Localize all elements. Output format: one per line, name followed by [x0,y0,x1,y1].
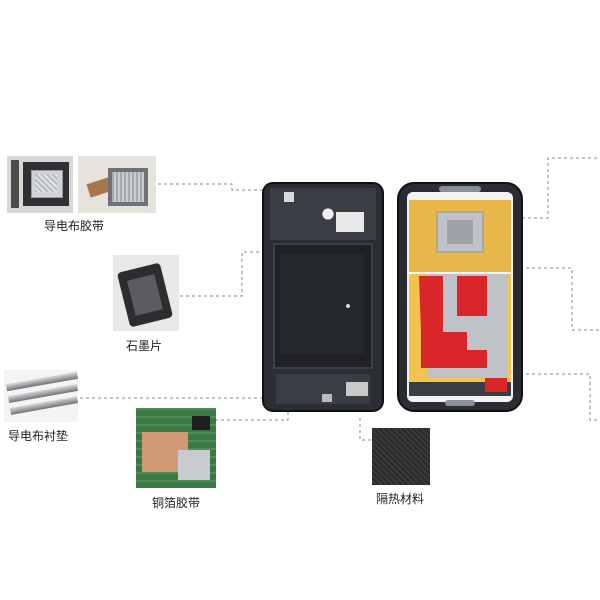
label-graphite-sheet: 石墨片 [126,339,163,353]
leader-line-graphite [180,251,265,297]
copper-foil-photo [136,408,216,488]
leader-line-right-top [522,157,600,219]
leader-line-right-low [520,373,600,421]
fabric-tape-photo-1 [7,156,73,213]
label-copper-foil-tape: 铜箔胶带 [152,496,201,510]
fabric-tape-photo-2 [78,156,156,213]
leader-line-thermal [359,418,372,441]
phone-midframe-front [397,182,523,412]
phone-midframe-back [262,182,384,412]
leader-line-fabric-tape [158,183,265,191]
thermal-insulation-photo [372,428,430,485]
fabric-gasket-photo [4,370,78,422]
leader-line-copper [215,405,289,421]
label-conductive-fabric-tape: 导电布胶带 [44,219,105,233]
label-conductive-fabric-gasket: 导电布衬垫 [8,429,69,443]
graphite-sheet-photo [113,255,179,331]
label-thermal-insulation: 隔热材料 [376,492,425,506]
leader-line-right-mid [520,267,600,331]
